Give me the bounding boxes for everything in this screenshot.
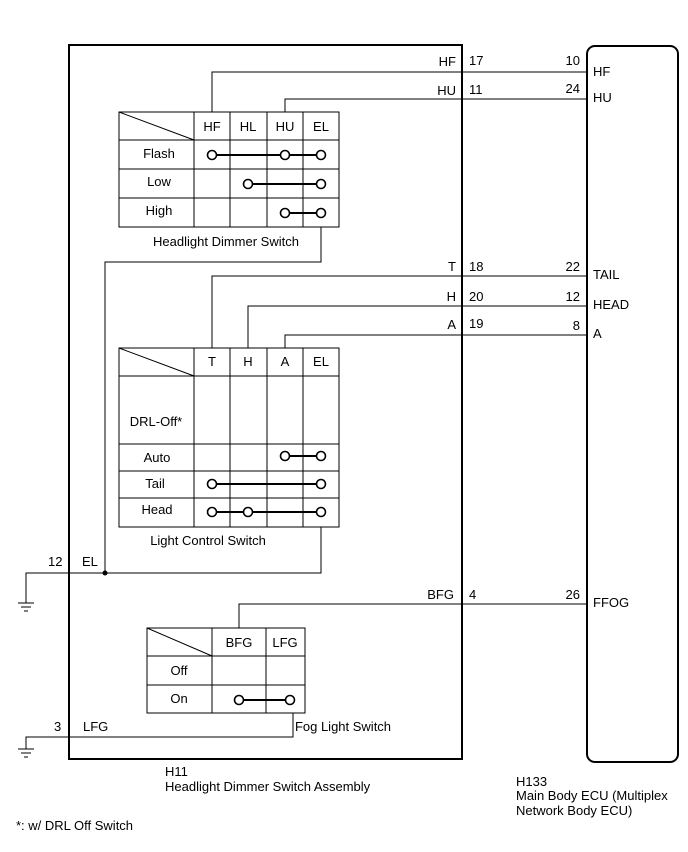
wire-hu-ecu-pin: 24 bbox=[566, 81, 580, 96]
ground-lfg-pin: 3 bbox=[54, 719, 61, 734]
wire-a: A 19 8 A bbox=[284, 316, 602, 348]
wire-bfg: BFG 4 26 FFOG bbox=[238, 587, 629, 628]
wire-hf-ecu-signal: HF bbox=[593, 64, 610, 79]
wire-el-ground: 12 EL bbox=[25, 227, 322, 603]
ground-symbol bbox=[18, 602, 34, 612]
wire-a-ecu-signal: A bbox=[593, 326, 602, 341]
lcs-col-h: H bbox=[243, 354, 252, 369]
wire-hu: HU 11 24 HU bbox=[284, 81, 612, 112]
junction-dot bbox=[102, 570, 108, 576]
ecu-name-line1: Main Body ECU (Multiplex bbox=[516, 788, 668, 803]
wire-lfg-ground: 3 LFG bbox=[25, 713, 294, 749]
ground-symbol bbox=[18, 748, 34, 758]
ground-el-pin: 12 bbox=[48, 554, 62, 569]
fog-col-lfg: LFG bbox=[272, 635, 297, 650]
fog-col-bfg: BFG bbox=[226, 635, 253, 650]
assembly-box bbox=[68, 44, 463, 760]
wire-hf-signal: HF bbox=[439, 54, 456, 69]
dimmer-col-hl: HL bbox=[240, 119, 257, 134]
dimmer-switch-name: Headlight Dimmer Switch bbox=[153, 234, 299, 249]
dimmer-row-flash: Flash bbox=[143, 146, 175, 161]
wire-hf: HF 17 10 HF bbox=[211, 53, 610, 112]
ecu-name-line2: Network Body ECU) bbox=[516, 803, 632, 818]
dimmer-row-low: Low bbox=[147, 174, 171, 189]
wire-hu-signal: HU bbox=[437, 83, 456, 98]
wire-bfg-signal: BFG bbox=[427, 587, 454, 602]
lcs-row-head: Head bbox=[141, 502, 172, 517]
assembly-code: H11 bbox=[165, 764, 188, 779]
wire-bfg-ecu-pin: 26 bbox=[566, 587, 580, 602]
light-control-switch-table: T H A EL DRL-Off* Auto Tail Head bbox=[118, 347, 340, 528]
wire-hf-ecu-pin: 10 bbox=[566, 53, 580, 68]
ecu-box bbox=[586, 45, 679, 763]
fog-switch-name: Fog Light Switch bbox=[295, 719, 391, 734]
wire-hu-pin: 11 bbox=[469, 82, 483, 97]
wire-a-ecu-pin: 8 bbox=[573, 318, 580, 333]
dimmer-row-high: High bbox=[146, 203, 173, 218]
wire-head-ecu-signal: HEAD bbox=[593, 297, 629, 312]
lcs-row-tail: Tail bbox=[145, 476, 165, 491]
ecu-code: H133 bbox=[516, 774, 547, 789]
wire-tail: T 18 22 TAIL bbox=[211, 259, 620, 348]
wire-a-signal: A bbox=[447, 317, 456, 332]
footnote: *: w/ DRL Off Switch bbox=[16, 818, 133, 833]
wire-hf-pin: 17 bbox=[469, 53, 483, 68]
dimmer-switch-table: HF HL HU EL Flash Low High bbox=[118, 111, 340, 228]
lcs-name: Light Control Switch bbox=[150, 533, 266, 548]
wire-tail-pin: 18 bbox=[469, 259, 483, 274]
dimmer-col-hu: HU bbox=[276, 119, 295, 134]
wire-head-signal: H bbox=[447, 289, 456, 304]
wire-tail-ecu-pin: 22 bbox=[566, 259, 580, 274]
wire-tail-ecu-signal: TAIL bbox=[593, 267, 620, 282]
assembly-name: Headlight Dimmer Switch Assembly bbox=[165, 779, 371, 794]
wire-bfg-ecu-signal: FFOG bbox=[593, 595, 629, 610]
lcs-col-t: T bbox=[208, 354, 216, 369]
wire-head: H 20 12 HEAD bbox=[247, 289, 629, 348]
lcs-row-drl-off: DRL-Off* bbox=[130, 414, 183, 429]
dimmer-col-el: EL bbox=[313, 119, 329, 134]
dimmer-col-hf: HF bbox=[203, 119, 220, 134]
wire-bfg-pin: 4 bbox=[469, 587, 476, 602]
wire-head-ecu-pin: 12 bbox=[566, 289, 580, 304]
lcs-col-a: A bbox=[281, 354, 290, 369]
fog-row-on: On bbox=[170, 691, 187, 706]
fog-row-off: Off bbox=[170, 663, 187, 678]
lcs-col-el: EL bbox=[313, 354, 329, 369]
wire-tail-signal: T bbox=[448, 259, 456, 274]
wire-hu-ecu-signal: HU bbox=[593, 90, 612, 105]
lcs-row-auto: Auto bbox=[144, 450, 171, 465]
ground-lfg-signal: LFG bbox=[83, 719, 108, 734]
ground-el-signal: EL bbox=[82, 554, 98, 569]
wire-head-pin: 20 bbox=[469, 289, 483, 304]
wire-a-pin: 19 bbox=[469, 316, 483, 331]
fog-switch-table: BFG LFG Off On bbox=[146, 627, 306, 714]
